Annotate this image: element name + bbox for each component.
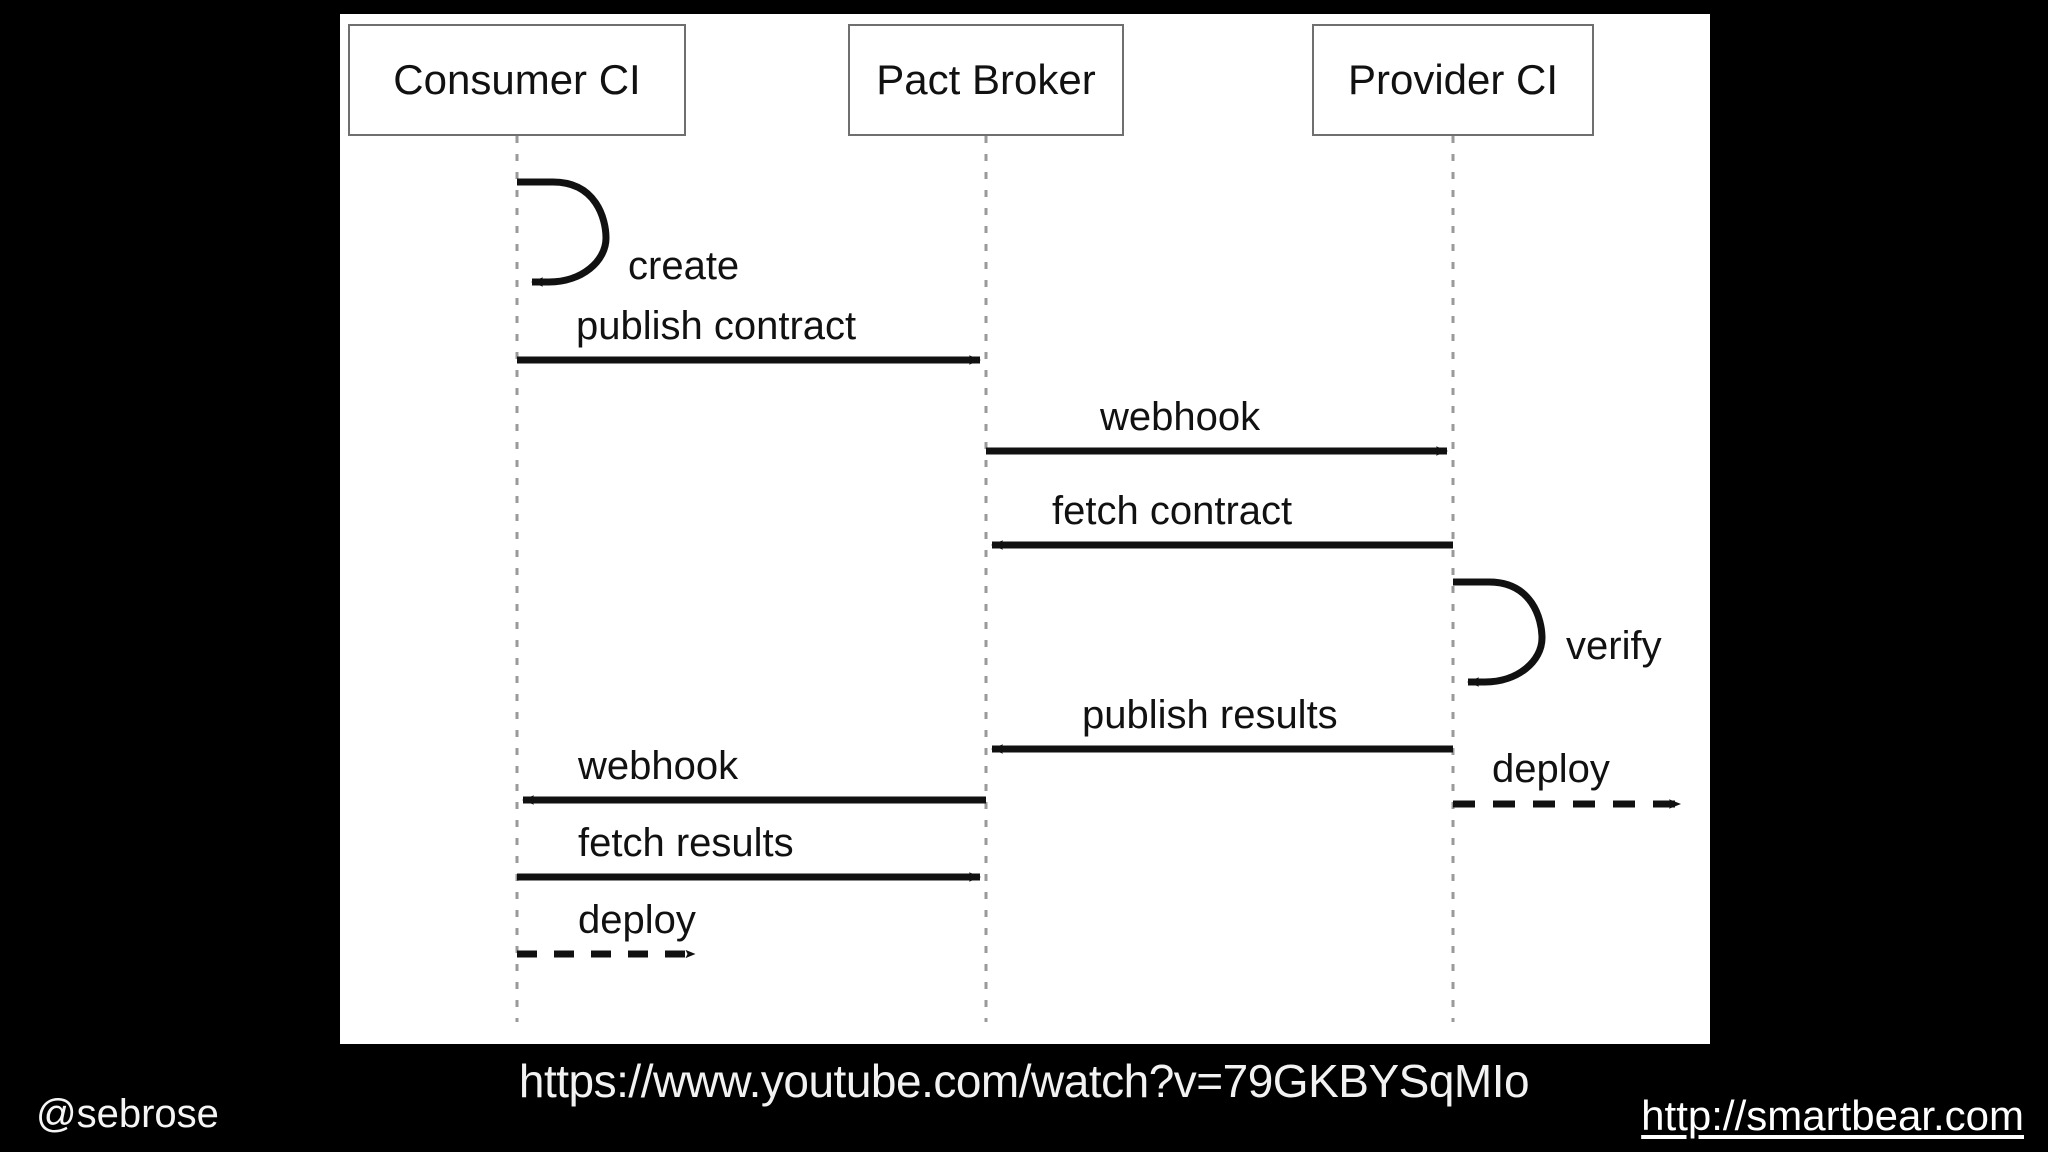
message-label-publish-contract: publish contract xyxy=(576,304,857,348)
video-url-caption: https://www.youtube.com/watch?v=79GKBYSq… xyxy=(518,1055,1530,1107)
participant-box-consumer[interactable]: Consumer CI xyxy=(348,24,686,136)
message-label-create: create xyxy=(628,244,740,288)
message-label-verify: verify xyxy=(1566,624,1662,668)
sequence-diagram-graphic xyxy=(515,136,1681,1022)
participant-label-provider: Provider CI xyxy=(1347,56,1559,103)
message-label-deploy-provider: deploy xyxy=(1492,747,1610,791)
message-label-webhook-provider: webhook xyxy=(1100,395,1261,439)
sequence-diagram-panel: Consumer CI Pact Broker Provider CI crea… xyxy=(340,14,1710,1044)
participant-label-consumer: Consumer CI xyxy=(393,56,641,103)
message-label-fetch-results: fetch results xyxy=(578,821,794,865)
message-label-publish-results: publish results xyxy=(1082,693,1338,737)
participant-label-pact-broker: Pact Broker xyxy=(876,56,1096,103)
message-label-deploy-consumer: deploy xyxy=(578,898,696,942)
message-arrow-verify xyxy=(1453,578,1546,687)
brand-url-link[interactable]: http://smartbear.com xyxy=(1641,1092,2024,1139)
participant-box-provider[interactable]: Provider CI xyxy=(1312,24,1594,136)
speaker-handle: @sebrose xyxy=(36,1092,219,1136)
participant-box-pact-broker[interactable]: Pact Broker xyxy=(848,24,1124,136)
message-label-webhook-consumer: webhook xyxy=(578,744,739,788)
message-label-fetch-contract: fetch contract xyxy=(1052,489,1293,533)
message-arrow-create xyxy=(517,178,610,287)
